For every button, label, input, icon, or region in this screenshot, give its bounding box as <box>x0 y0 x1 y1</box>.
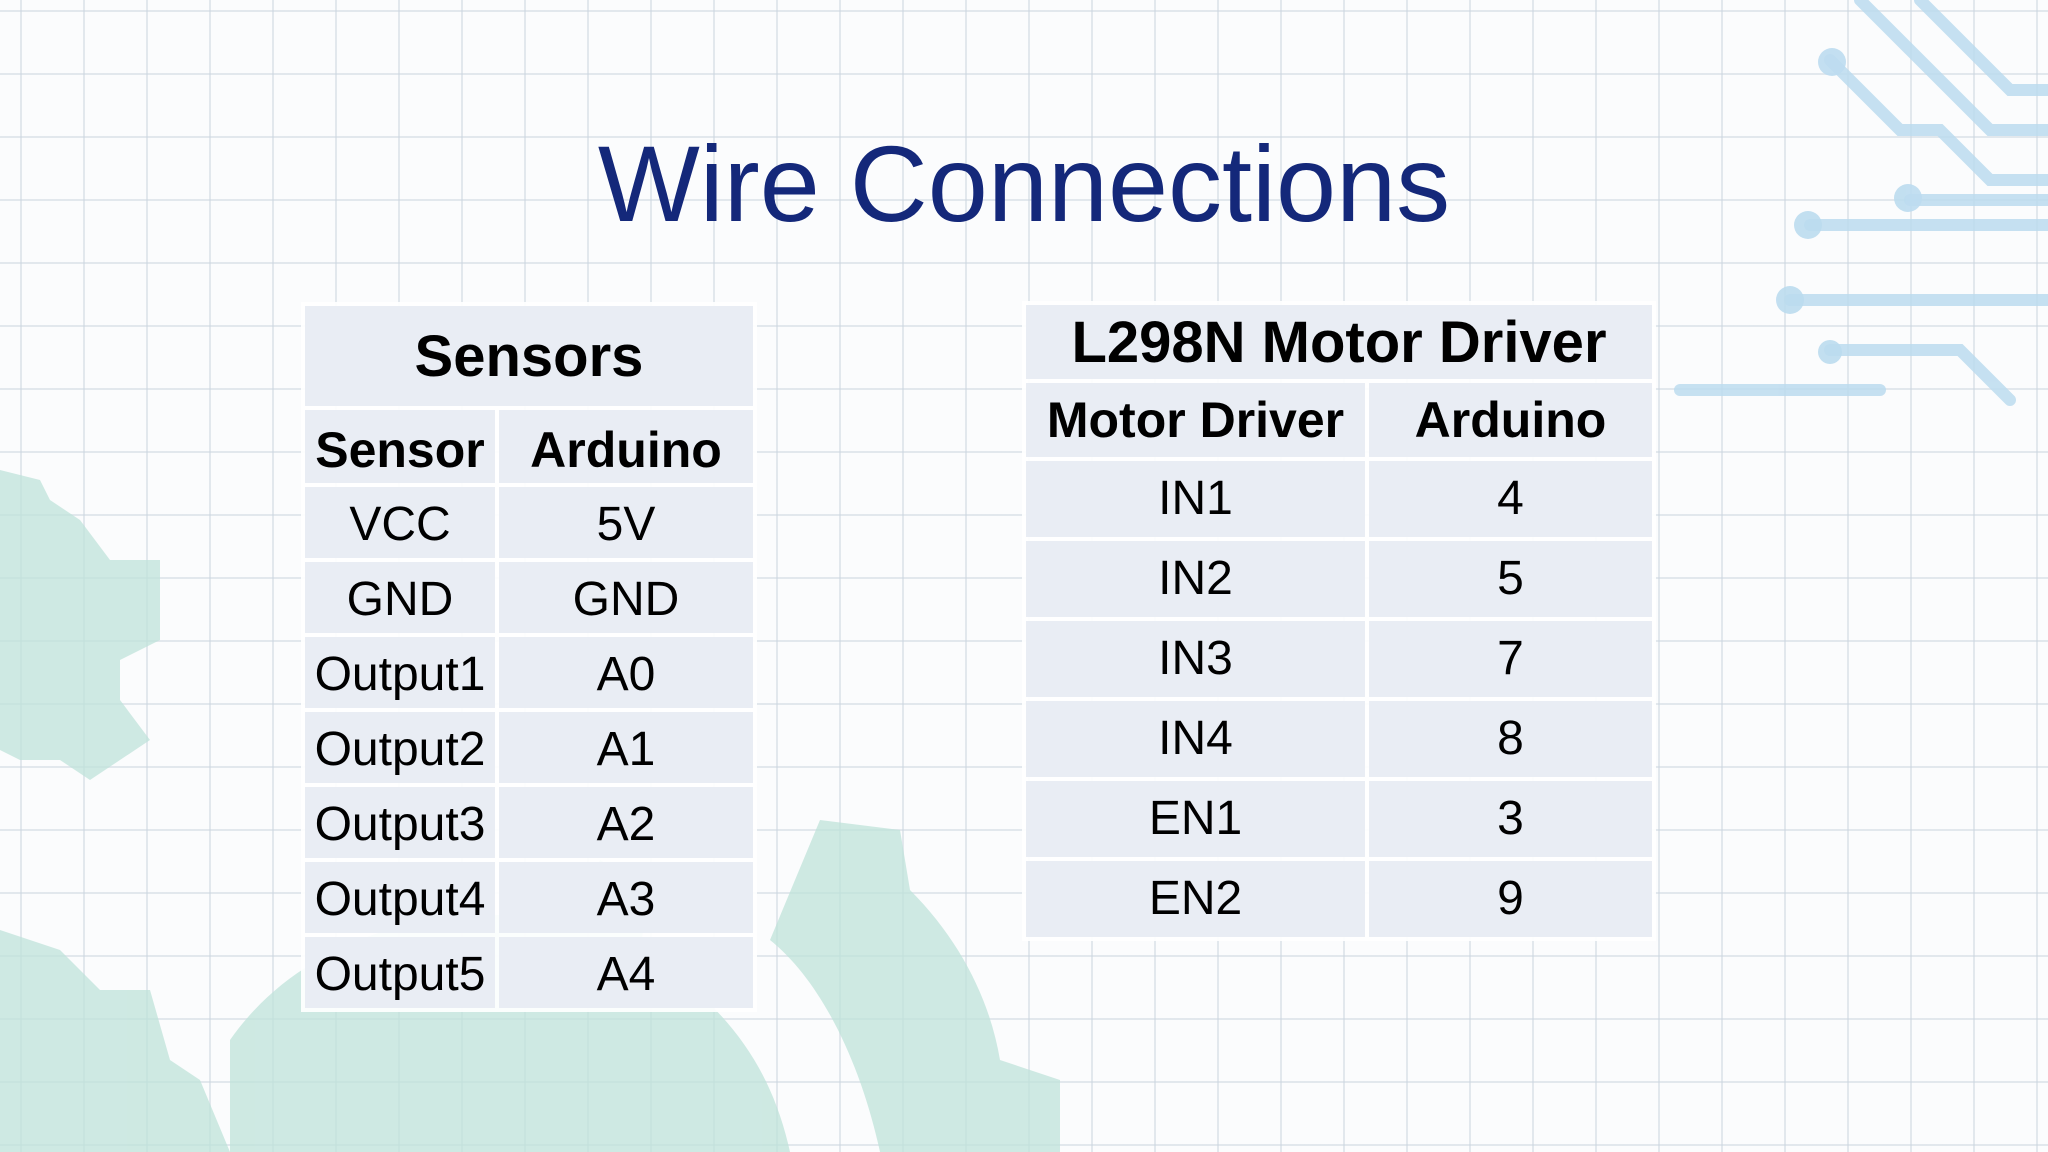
column-header-motor-driver: Motor Driver <box>1026 383 1365 457</box>
sensor-pin-cell: Output5 <box>305 937 495 1008</box>
slide-title: Wire Connections <box>597 123 1451 244</box>
sensor-pin-cell: Output1 <box>305 637 495 708</box>
table-caption-row: Sensors <box>305 306 753 406</box>
arduino-pin-cell: GND <box>499 562 753 633</box>
circuit-nodes-icon <box>1776 48 1922 364</box>
column-header-arduino: Arduino <box>1369 383 1652 457</box>
motor-driver-table: L298N Motor Driver Motor Driver Arduino … <box>1022 301 1656 941</box>
table-header-row: Motor Driver Arduino <box>1026 383 1652 457</box>
table-row: EN2 9 <box>1026 861 1652 937</box>
table-row: IN1 4 <box>1026 461 1652 537</box>
arduino-pin-cell: A0 <box>499 637 753 708</box>
table-caption-row: L298N Motor Driver <box>1026 305 1652 379</box>
table-row: EN1 3 <box>1026 781 1652 857</box>
sensor-pin-cell: Output2 <box>305 712 495 783</box>
motor-driver-pin-cell: IN2 <box>1026 541 1365 617</box>
table-row: IN2 5 <box>1026 541 1652 617</box>
table-row: VCC 5V <box>305 487 753 558</box>
table-header-row: Sensor Arduino <box>305 410 753 483</box>
arduino-pin-cell: 5V <box>499 487 753 558</box>
motor-driver-pin-cell: IN4 <box>1026 701 1365 777</box>
column-header-arduino: Arduino <box>499 410 753 483</box>
table-row: Output4 A3 <box>305 862 753 933</box>
arduino-pin-cell: A2 <box>499 787 753 858</box>
table-row: Output3 A2 <box>305 787 753 858</box>
arduino-pin-cell: 4 <box>1369 461 1652 537</box>
arduino-pin-cell: 7 <box>1369 621 1652 697</box>
circuit-traces-icon <box>1674 0 2048 406</box>
sensors-table-caption: Sensors <box>305 306 753 406</box>
table-row: Output2 A1 <box>305 712 753 783</box>
sensors-table: Sensors Sensor Arduino VCC 5V GND GND Ou… <box>301 302 757 1012</box>
table-row: Output1 A0 <box>305 637 753 708</box>
arduino-pin-cell: A1 <box>499 712 753 783</box>
table-row: GND GND <box>305 562 753 633</box>
arduino-pin-cell: 8 <box>1369 701 1652 777</box>
motor-driver-table-caption: L298N Motor Driver <box>1026 305 1652 379</box>
motor-driver-pin-cell: EN1 <box>1026 781 1365 857</box>
sensor-pin-cell: VCC <box>305 487 495 558</box>
motor-driver-pin-cell: EN2 <box>1026 861 1365 937</box>
arduino-pin-cell: A3 <box>499 862 753 933</box>
sensor-pin-cell: Output3 <box>305 787 495 858</box>
arduino-pin-cell: 3 <box>1369 781 1652 857</box>
table-row: IN3 7 <box>1026 621 1652 697</box>
table-row: IN4 8 <box>1026 701 1652 777</box>
gear-icon <box>0 470 1060 1152</box>
arduino-pin-cell: 9 <box>1369 861 1652 937</box>
column-header-sensor: Sensor <box>305 410 495 483</box>
table-row: Output5 A4 <box>305 937 753 1008</box>
sensor-pin-cell: GND <box>305 562 495 633</box>
arduino-pin-cell: 5 <box>1369 541 1652 617</box>
arduino-pin-cell: A4 <box>499 937 753 1008</box>
motor-driver-pin-cell: IN3 <box>1026 621 1365 697</box>
sensor-pin-cell: Output4 <box>305 862 495 933</box>
motor-driver-pin-cell: IN1 <box>1026 461 1365 537</box>
